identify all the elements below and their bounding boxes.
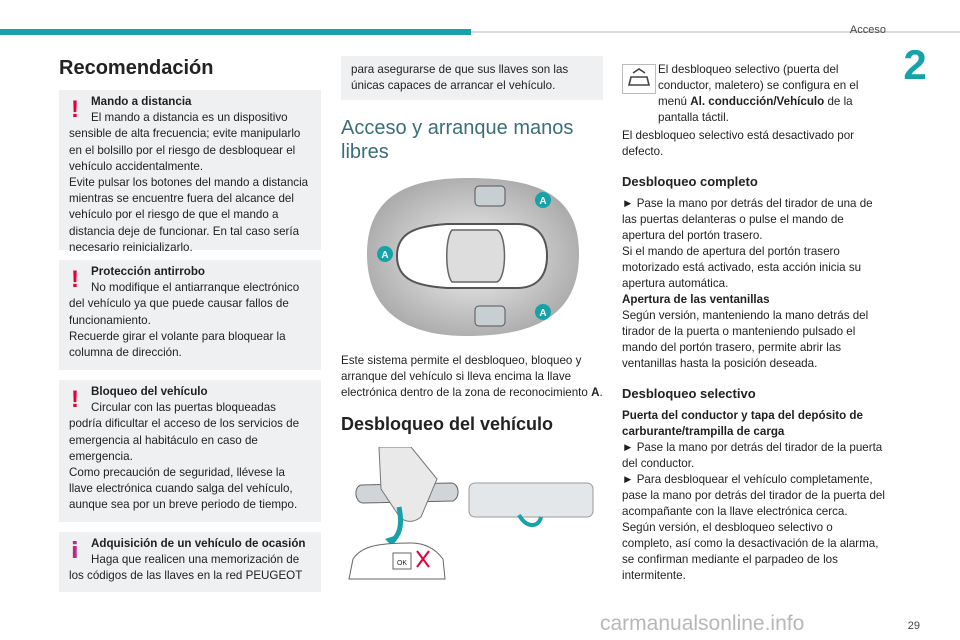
warning-exclamation-icon: ! [71,386,79,413]
intro-zone-letter: A [591,386,600,399]
box-title: Protección antirrobo [91,265,206,278]
recommendation-heading: Recomendación [59,57,214,79]
box-title: Bloqueo del vehículo [91,385,208,398]
hand-icon [378,446,438,522]
detection-zone-illustration: A A A [367,178,579,336]
tailgate-handle [468,482,594,518]
warning-exclamation-icon: ! [71,266,79,293]
box-body: para asegurarse de que sus llaves son la… [351,63,569,92]
warning-box-locking: ! Bloqueo del vehículo Circular con las … [59,380,321,522]
header-section-title: Acceso [849,24,886,36]
selective-note: Según versión, el desbloqueo selectivo o… [622,521,879,582]
box-first-line: Circular con las puertas bloqueadas [91,401,276,415]
unlocking-illustration: OK [348,446,594,580]
windows-title: Apertura de las ventanillas [622,293,770,306]
intro-text: Este sistema permite el desbloqueo, bloq… [341,354,592,399]
zone-label: A [381,250,388,261]
box-body: del vehículo ya que puede causar fallos … [69,297,289,360]
full-unlock-step: ► Pase la mano por detrás del tirador de… [622,197,873,242]
selective-unlock-heading: Desbloqueo selectivo [622,386,756,401]
box-body: los códigos de las llaves en la red PEUG… [69,569,303,583]
zone-marker [535,304,551,320]
menu-path: Al. conducción/Vehículo [690,95,825,108]
para-config: El desbloqueo selectivo (puerta del cond… [658,62,886,126]
cross-icon [416,550,430,568]
selective-config-para: El desbloqueo selectivo (puerta del cond… [622,62,886,126]
intro-end: . [599,386,603,399]
key-fob-icon [474,185,506,207]
config-text: El desbloqueo selectivo (puerta del cond… [658,63,859,108]
vehicle-menu-icon [622,64,656,94]
zone-label: A [539,308,546,319]
hands-free-intro: Este sistema permite el desbloqueo, bloq… [341,353,603,401]
zone-marker [377,246,393,262]
column-selective: El desbloqueo selectivo (puerta del cond… [622,62,886,584]
zone-label: A [539,196,546,207]
box-title: Adquisición de un vehículo de ocasión [91,537,306,550]
config-end: de la pantalla táctil. [658,95,853,124]
selective-subtitle: Puerta del conductor y tapa del depósito… [622,409,863,438]
info-icon: i [71,539,79,564]
windows-text: Según versión, manteniendo la mano detrá… [622,309,869,370]
ok-label: OK [397,560,407,567]
unlocking-heading: Desbloqueo del vehículo [341,414,554,434]
column-hands-free: para asegurarse de que sus llaves son la… [341,56,603,592]
full-unlock-heading: Desbloqueo completo [622,174,758,189]
box-title: Mando a distancia [91,95,192,108]
key-fob-icon [474,305,506,327]
selective-step-2: ► Para desbloquear el vehículo completam… [622,473,885,518]
warning-exclamation-icon: ! [71,96,79,123]
warning-box-remote: ! Mando a distancia El mando a distancia… [59,90,321,254]
info-box-used-vehicle: i Adquisición de un vehículo de ocasión … [59,532,321,592]
zone-marker [535,192,551,208]
touch-arrow-icon [517,513,543,527]
header-rule [471,31,960,33]
column-recommendations: Recomendación ! Mando a distancia El man… [59,56,321,602]
header-accent-bar [0,29,471,35]
box-first-line: No modifique el antiarranque electrónico [91,281,300,295]
box-first-line: El mando a distancia es un dispositivo [91,111,288,125]
para-default: El desbloqueo selectivo está desactivado… [622,129,855,158]
full-unlock-note: Si el mando de apertura del portón trase… [622,245,862,290]
box-body: podría dificultar el acceso de los servi… [69,417,300,512]
chapter-number: 2 [903,41,927,88]
watermark: carmanualsonline.info [600,612,805,635]
hands-free-heading: Acceso y arranque manos libres [341,117,574,163]
box-body: sensible de alta frecuencia; evite manip… [69,127,309,254]
warning-box-antitheft: ! Protección antirrobo No modifique el a… [59,260,321,370]
page-number: 29 [907,620,920,632]
info-box-continued: para asegurarse de que sus llaves son la… [341,56,603,100]
box-first-line: Haga que realicen una memorización de [91,553,300,567]
selective-step-1: ► Pase la mano por detrás del tirador de… [622,441,883,470]
